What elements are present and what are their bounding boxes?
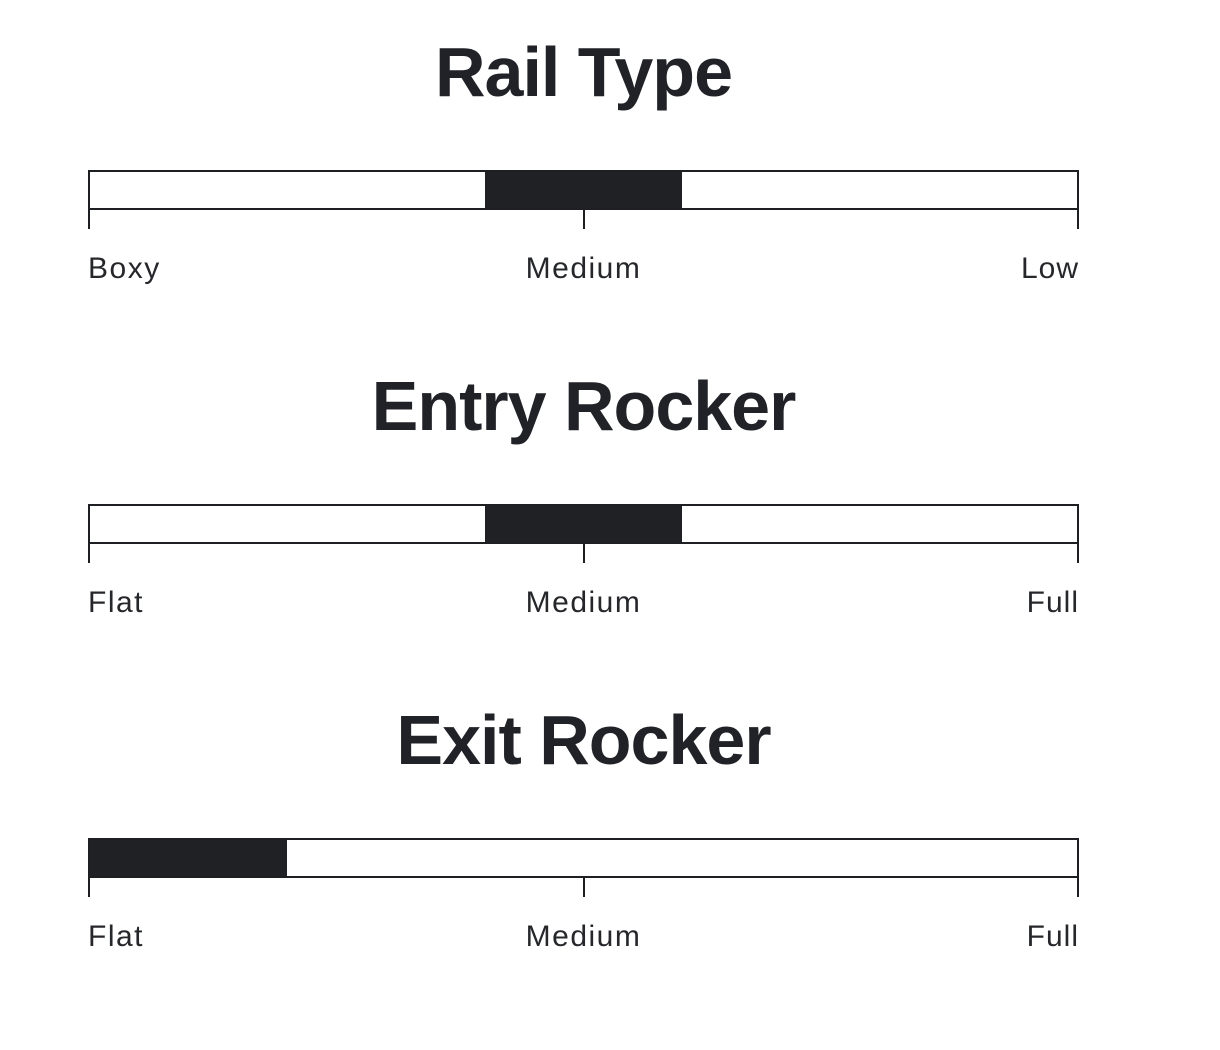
gauge-title-rail-type: Rail Type [434,33,733,111]
gauge-value-band [484,506,683,542]
axis-tick-middle [582,544,585,563]
gauge-scale-labels: Boxy Medium Low [88,251,1079,287]
scale-label-mid: Medium [525,252,642,285]
scale-label-max: Full [1026,920,1079,953]
scale-label-mid: Medium [525,920,642,953]
gauge-value-band [90,840,288,876]
gauge-track [88,170,1079,210]
gauge-track [88,838,1079,878]
gauge-exit-rocker: Exit Rocker Flat Medium Full [88,705,1079,1039]
axis-tick-left [88,544,90,563]
scale-label-min: Flat [88,920,145,953]
gauge-rail-type: Rail Type Boxy Medium Low [88,37,1079,371]
axis-tick-left [88,210,90,229]
gauge-title-exit-rocker: Exit Rocker [396,701,771,779]
axis-tick-right [1077,878,1079,897]
scale-label-mid: Medium [525,586,642,619]
scale-label-max: Low [1020,252,1079,285]
scale-label-max: Full [1026,586,1079,619]
gauge-plot: Boxy Medium Low [88,170,1079,287]
gauge-entry-rocker: Entry Rocker Flat Medium Full [88,371,1079,705]
axis-tick-right [1077,210,1079,229]
gauge-value-band [484,172,683,208]
axis-tick-middle [582,878,585,897]
axis-tick-right [1077,544,1079,563]
axis-tick-left [88,878,90,897]
gauge-scale-labels: Flat Medium Full [88,919,1079,955]
gauge-plot: Flat Medium Full [88,504,1079,621]
scale-label-min: Boxy [88,252,161,285]
gauge-plot: Flat Medium Full [88,838,1079,955]
gauge-track [88,504,1079,544]
gauge-scale-labels: Flat Medium Full [88,585,1079,621]
axis-tick-middle [582,210,585,229]
gauge-title-entry-rocker: Entry Rocker [371,367,797,445]
scale-label-min: Flat [88,586,145,619]
